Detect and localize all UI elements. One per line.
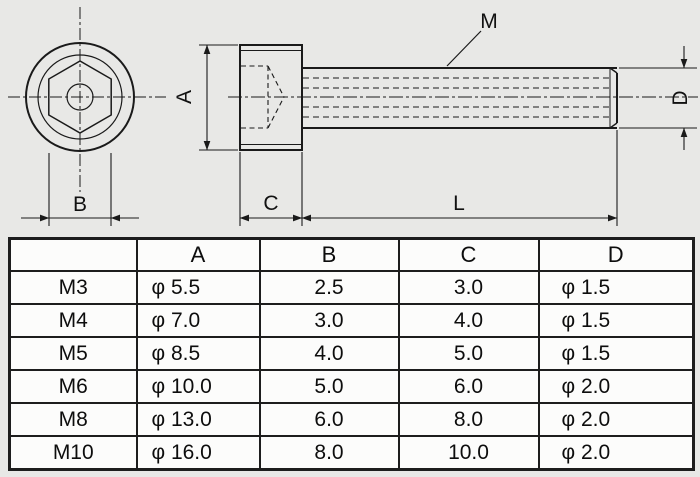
thread-leader-line: [446, 30, 482, 67]
dimension-d: [619, 46, 697, 150]
dim-label-c: C: [263, 192, 278, 215]
size-cell: M3: [8, 270, 138, 305]
dimension-table: A B C D M3 φ 5.5 2.5 3.0 φ 1.5 M4 φ 7.0 …: [8, 237, 695, 471]
table-row: M6 φ 10.0 5.0 6.0 φ 2.0: [8, 369, 695, 404]
value-cell: 3.0: [397, 270, 540, 305]
table-row: M10 φ 16.0 8.0 10.0 φ 2.0: [8, 435, 695, 471]
table-header-row: A B C D: [8, 237, 695, 272]
dim-label-l: L: [453, 192, 465, 215]
table-header-c: C: [397, 237, 540, 272]
table-header-a: A: [135, 237, 261, 272]
value-cell: 5.0: [397, 336, 540, 371]
value-cell: φ 16.0: [135, 435, 261, 471]
value-cell: φ 2.0: [537, 369, 695, 404]
table-row: M5 φ 8.5 4.0 5.0 φ 1.5: [8, 336, 695, 371]
thread-label-m: M: [480, 10, 498, 33]
value-cell: φ 1.5: [537, 303, 695, 338]
table-header-size: [8, 237, 138, 272]
value-cell: φ 8.5: [135, 336, 261, 371]
dim-label-b: B: [73, 193, 87, 216]
dim-label-d: D: [669, 90, 692, 105]
value-cell: φ 7.0: [135, 303, 261, 338]
value-cell: φ 13.0: [135, 402, 261, 437]
screw-front-view: B: [8, 7, 166, 226]
value-cell: 8.0: [258, 435, 400, 471]
front-view-centerlines: [8, 7, 166, 192]
value-cell: 3.0: [258, 303, 400, 338]
head-chamfer-circle: [37, 54, 123, 140]
value-cell: 5.0: [258, 369, 400, 404]
value-cell: φ 10.0: [135, 369, 261, 404]
value-cell: φ 2.0: [537, 402, 695, 437]
value-cell: 4.0: [397, 303, 540, 338]
dim-label-a: A: [173, 90, 196, 104]
screw-head: [239, 44, 303, 151]
value-cell: φ 1.5: [537, 336, 695, 371]
value-cell: 10.0: [397, 435, 540, 471]
table-row: M3 φ 5.5 2.5 3.0 φ 1.5: [8, 270, 695, 305]
table-row: M8 φ 13.0 6.0 8.0 φ 2.0: [8, 402, 695, 437]
value-cell: 2.5: [258, 270, 400, 305]
dimension-a: [199, 44, 238, 151]
value-cell: φ 2.0: [537, 435, 695, 471]
size-cell: M8: [8, 402, 138, 437]
size-cell: M5: [8, 336, 138, 371]
value-cell: 8.0: [397, 402, 540, 437]
head-outer-circle: [25, 42, 135, 152]
size-cell: M6: [8, 369, 138, 404]
table-header-d: D: [537, 237, 695, 272]
dimension-c: [239, 152, 303, 226]
size-cell: M4: [8, 303, 138, 338]
socket-cone-circle: [66, 83, 94, 111]
value-cell: φ 1.5: [537, 270, 695, 305]
screw-side-view: A C L D: [173, 30, 698, 226]
table-row: M4 φ 7.0 3.0 4.0 φ 1.5: [8, 303, 695, 338]
value-cell: 6.0: [258, 402, 400, 437]
value-cell: 4.0: [258, 336, 400, 371]
dimension-l: [301, 130, 618, 226]
value-cell: 6.0: [397, 369, 540, 404]
value-cell: φ 5.5: [135, 270, 261, 305]
hex-socket: [48, 60, 112, 134]
hidden-socket-lines: [241, 65, 285, 129]
table-header-b: B: [258, 237, 400, 272]
screw-shaft: [302, 67, 618, 129]
dimension-b: [21, 153, 139, 226]
screw-drawing: B: [8, 7, 698, 226]
thread-lines: [303, 77, 611, 118]
size-cell: M10: [8, 435, 138, 471]
